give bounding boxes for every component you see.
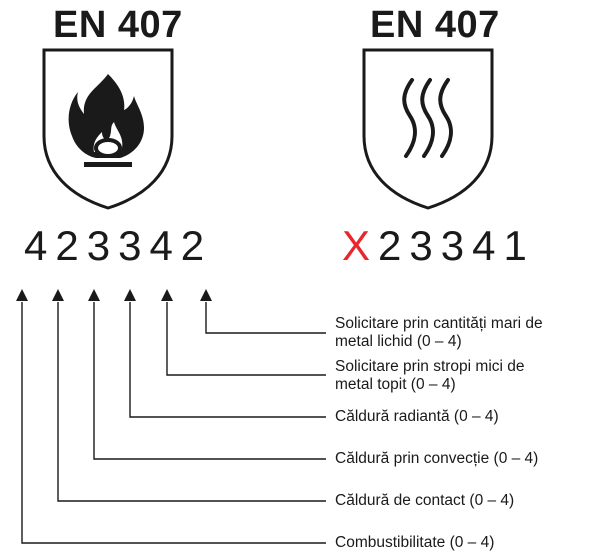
arrowhead-4 <box>124 289 136 301</box>
label-flammability: Combustibilitate (0 – 4) <box>335 534 495 551</box>
code-digit-2: 2 <box>55 222 87 269</box>
arrowhead-2 <box>52 289 64 301</box>
code-digit-6: 2 <box>180 222 213 269</box>
code-x-mark: X <box>342 222 379 269</box>
arrowhead-6 <box>200 289 212 301</box>
label-radiant-heat: Căldură radiantă (0 – 4) <box>335 408 499 425</box>
leader-line-2 <box>57 302 326 502</box>
shield-outline <box>42 48 174 210</box>
right-code: X23341 <box>342 222 535 270</box>
code-digit-4: 3 <box>118 222 150 269</box>
leader-line-1 <box>21 302 326 544</box>
code-digit-1: 4 <box>24 222 56 269</box>
right-badge-title: EN 407 <box>370 4 500 46</box>
left-badge-title: EN 407 <box>53 4 183 46</box>
arrowhead-3 <box>88 289 100 301</box>
left-shield <box>42 48 174 210</box>
shield-outline <box>362 48 494 210</box>
leader-line-6 <box>205 302 326 334</box>
label-convective-heat: Căldură prin convecție (0 – 4) <box>335 450 539 467</box>
right-shield <box>362 48 494 210</box>
left-code: 423342 <box>24 222 212 270</box>
flame-icon <box>68 74 144 167</box>
label-contact-heat: Căldură de contact (0 – 4) <box>335 492 515 509</box>
leader-line-3 <box>93 302 326 460</box>
code-digit-4: 3 <box>440 222 473 269</box>
code-digit-6: 1 <box>503 222 535 269</box>
code-digit-3: 3 <box>409 222 441 269</box>
heat-waves-icon <box>402 78 453 158</box>
arrowhead-1 <box>16 289 28 301</box>
code-digit-5: 4 <box>472 222 504 269</box>
leader-line-4 <box>129 302 326 418</box>
label-small-molten-splash: Solicitare prin stropi mici de metal top… <box>335 358 525 393</box>
leader-line-5 <box>166 302 326 376</box>
arrowhead-5 <box>161 289 173 301</box>
label-large-molten-metal: Solicitare prin cantități mari de metal … <box>335 315 543 350</box>
code-digit-5: 4 <box>149 222 181 269</box>
code-digit-2: 2 <box>378 222 410 269</box>
code-digit-3: 3 <box>86 222 119 269</box>
